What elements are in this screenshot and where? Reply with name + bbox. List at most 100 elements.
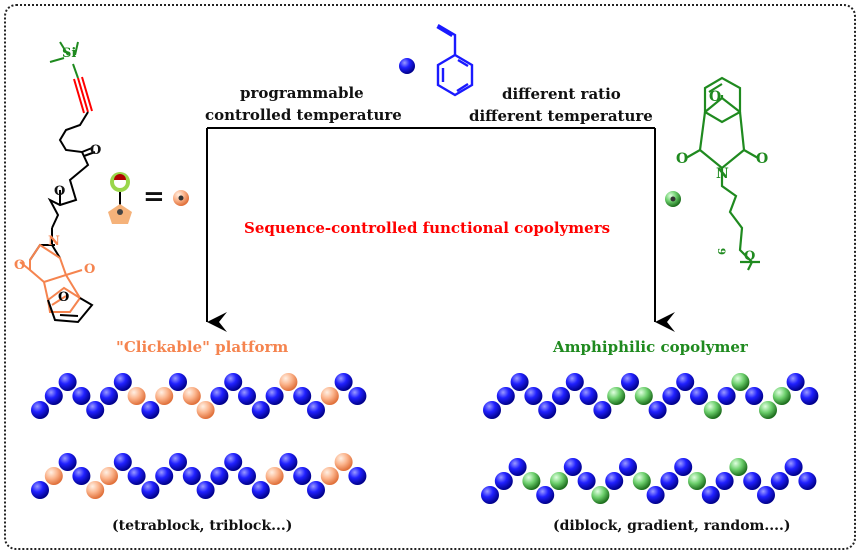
styrene-bead [224,373,243,391]
styrene-bead [593,401,612,419]
styrene-bead [605,472,624,490]
right-product-label: Amphiphilic copolymer [553,338,748,356]
left-caption: (tetrablock, triblock...) [112,518,293,534]
styrene-bead [210,467,229,485]
styrene-bead [224,453,243,471]
clickable-bead [127,387,146,405]
styrene-bead [715,472,734,490]
styrene-bead [348,467,367,485]
styrene-bead [481,486,499,504]
amphiphilic-bead [634,387,653,405]
styrene-bead [238,467,256,485]
styrene-bead [494,472,513,490]
amphiphilic-bead [550,472,568,490]
left-condition-line2: controlled temperature [205,106,402,124]
clickable-bead [44,467,63,485]
styrene-bead [536,486,555,504]
styrene-bead [113,373,132,391]
chain-right-top [483,373,819,419]
styrene-bead [524,387,543,405]
amphiphilic-bead [759,401,777,419]
styrene-bead [552,387,570,405]
clickable-bead [100,467,118,485]
atom-o-ester1: O [90,143,102,158]
center-title: Sequence-controlled functional copolymer… [244,219,611,237]
atom-o-orange-1: O [14,258,26,273]
styrene-bead [786,373,805,391]
styrene-bead [31,401,49,419]
styrene-bead [141,481,160,499]
styrene-bead [717,387,736,405]
clickable-bead [155,387,174,405]
amphiphilic-bead [703,401,722,419]
styrene-bead [660,472,679,490]
styrene-bead [676,373,695,391]
styrene-bead [307,481,325,499]
amphiphilic-bead [522,472,541,490]
amphiphilic-monomer-structure [685,76,760,271]
styrene-bead [743,472,762,490]
clickable-bead [334,453,353,471]
styrene-bead [196,481,215,499]
styrene-structure [436,23,474,97]
atom-o-bridge: O [58,290,70,305]
right-condition-line1: different ratio [502,85,621,103]
styrene-bead [169,373,187,391]
styrene-bead [72,467,91,485]
clickable-monomer-structure [19,41,96,324]
atom-o-green: O [709,89,722,105]
bead-legend [108,58,681,224]
styrene-bead [210,387,229,405]
styrene-bead [798,472,817,490]
styrene-bead [86,401,105,419]
styrene-bead [579,387,598,405]
styrene-bead [265,387,284,405]
right-caption: (diblock, gradient, random....) [553,518,791,534]
styrene-bead [58,373,77,391]
styrene-bead [800,387,819,405]
left-product-label: "Clickable" platform [116,338,289,356]
clickable-bead [279,373,298,391]
chain-left-bottom [31,453,367,499]
styrene-bead [646,486,665,504]
left-condition-line1: programmable [240,84,364,102]
styrene-bead [307,401,325,419]
atom-si: Si [62,46,77,61]
styrene-bead [508,458,527,476]
amphiphilic-bead [729,458,748,476]
styrene-bead [496,387,515,405]
clickable-bead [196,401,215,419]
amphiphilic-bead [632,472,651,490]
right-condition-line2: different temperature [469,107,653,125]
styrene-bead [745,387,764,405]
styrene-bead [701,486,720,504]
styrene-bead [565,373,584,391]
styrene-bead [169,453,187,471]
atom-o-green-carbonyl-left: O [676,151,689,167]
amphiphilic-bead [591,486,610,504]
styrene-bead [757,486,775,504]
styrene-bead [674,458,693,476]
amphiphilic-bead [688,472,706,490]
clickable-bead [320,467,339,485]
styrene-bead [662,387,681,405]
equals-sign: = [143,182,165,212]
styrene-bead [563,458,582,476]
clickable-bead [265,467,284,485]
styrene-bead [538,401,557,419]
amphiphilic-bead [731,373,750,391]
styrene-bead [510,373,529,391]
amphiphilic-bead [772,387,791,405]
styrene-bead [251,401,270,419]
styrene-bead [31,481,49,499]
styrene-bead [577,472,596,490]
styrene-bead [155,467,174,485]
styrene-bead [44,387,63,405]
dotted-frame [4,4,856,550]
styrene-bead [141,401,160,419]
styrene-bead [279,453,298,471]
chain-left-top [31,373,367,419]
